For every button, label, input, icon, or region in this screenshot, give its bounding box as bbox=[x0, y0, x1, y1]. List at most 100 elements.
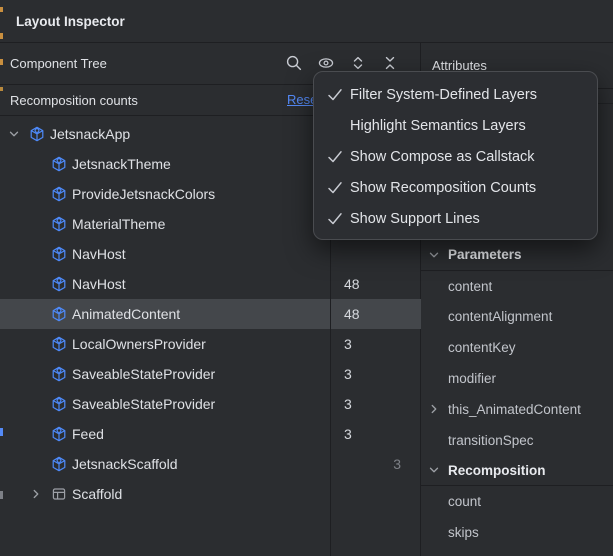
empty-slot bbox=[327, 117, 350, 135]
tree-node-label: SaveableStateProvider bbox=[72, 396, 216, 412]
scaffold-icon bbox=[51, 486, 67, 502]
chevron-right-icon[interactable] bbox=[427, 402, 441, 416]
empty-slot bbox=[29, 216, 43, 232]
menu-item-label: Filter System-Defined Layers bbox=[350, 86, 537, 103]
view-options-eye-icon[interactable] bbox=[317, 54, 335, 72]
attributes-panel: Attributes Parameters content contentAlign… bbox=[421, 42, 613, 556]
compose-node-icon bbox=[51, 276, 67, 292]
chevron-down-icon bbox=[427, 248, 441, 262]
attributes-title: Attributes bbox=[432, 57, 487, 73]
expand-all-icon[interactable] bbox=[349, 54, 367, 72]
recomposition-count-cell: 3 bbox=[331, 419, 421, 449]
recomposition-count: 3 bbox=[344, 396, 352, 412]
component-tree-title: Component Tree bbox=[10, 55, 107, 71]
component-tree-toolbar: Component Tree bbox=[0, 42, 421, 85]
recomposition-counts-banner: Recomposition counts Reset bbox=[0, 85, 421, 116]
recomposition-skips: 3 bbox=[393, 456, 401, 472]
attribute-row[interactable]: transitionSpec bbox=[421, 425, 613, 456]
attribute-name: count bbox=[448, 494, 482, 510]
menu-item[interactable]: Show Compose as Callstack bbox=[314, 141, 597, 172]
empty-slot bbox=[29, 306, 43, 322]
tree-row[interactable]: ProvideJetsnackColors bbox=[0, 179, 421, 209]
menu-item-label: Highlight Semantics Layers bbox=[350, 117, 526, 134]
tree-node-label: Feed bbox=[72, 426, 104, 442]
recomposition-counts-label: Recomposition counts bbox=[10, 92, 138, 108]
tree-row[interactable]: AnimatedContent 48 bbox=[0, 299, 421, 329]
compose-node-icon bbox=[51, 306, 67, 322]
menu-item[interactable]: Show Support Lines bbox=[314, 203, 597, 234]
tree-row[interactable]: NavHost 48 bbox=[0, 269, 421, 299]
tree-row[interactable]: LocalOwnersProvider 3 bbox=[0, 329, 421, 359]
empty-slot bbox=[29, 426, 43, 442]
empty-slot bbox=[29, 396, 43, 412]
recomposition-count: 3 bbox=[344, 366, 352, 382]
checkmark-icon bbox=[327, 210, 350, 228]
attribute-row[interactable]: contentKey bbox=[421, 332, 613, 363]
attribute-row[interactable]: content bbox=[421, 271, 613, 302]
page-title: Layout Inspector bbox=[16, 13, 125, 29]
tree-row[interactable]: SaveableStateProvider 3 bbox=[0, 359, 421, 389]
attributes-section-header[interactable]: Parameters bbox=[421, 240, 613, 271]
tree-node-label: ProvideJetsnackColors bbox=[72, 186, 216, 202]
attribute-name: contentKey bbox=[448, 340, 516, 356]
checkmark-icon bbox=[327, 148, 350, 166]
recomposition-count: 3 bbox=[344, 426, 352, 442]
tree-node-label: AnimatedContent bbox=[72, 306, 181, 322]
attributes-section-title: Parameters bbox=[448, 247, 522, 263]
tree-row[interactable]: MaterialTheme bbox=[0, 209, 421, 239]
component-tree-panel: Component Tree Recomposition counts Rese… bbox=[0, 42, 421, 556]
compose-node-icon bbox=[51, 336, 67, 352]
menu-item-label: Show Support Lines bbox=[350, 210, 480, 227]
tree-row[interactable]: SaveableStateProvider 3 bbox=[0, 389, 421, 419]
attribute-row[interactable]: skips bbox=[421, 517, 613, 548]
tree-node-label: NavHost bbox=[72, 246, 126, 262]
chevron-right-icon[interactable] bbox=[29, 486, 43, 502]
tree-row[interactable]: NavHost bbox=[0, 239, 421, 269]
recomposition-count-cell: 3 bbox=[331, 329, 421, 359]
compose-node-icon bbox=[51, 396, 67, 412]
recomposition-count-cell: 3 bbox=[331, 449, 421, 479]
checkmark-icon bbox=[327, 86, 350, 104]
reset-link[interactable]: Reset bbox=[287, 92, 321, 107]
empty-slot bbox=[29, 366, 43, 382]
tree-row[interactable]: JetsnackApp bbox=[0, 119, 421, 149]
recomposition-count-cell: 3 bbox=[331, 359, 421, 389]
collapse-all-icon[interactable] bbox=[381, 54, 399, 72]
tree-node-label: SaveableStateProvider bbox=[72, 366, 216, 382]
tree-row[interactable]: JetsnackTheme bbox=[0, 149, 421, 179]
tree-node-label: NavHost bbox=[72, 276, 126, 292]
recomposition-count: 3 bbox=[344, 336, 352, 352]
attribute-row[interactable]: modifier bbox=[421, 363, 613, 394]
menu-item-label: Show Compose as Callstack bbox=[350, 148, 535, 165]
compose-node-icon bbox=[51, 156, 67, 172]
component-tree: JetsnackApp JetsnackTheme ProvideJetsnac… bbox=[0, 116, 421, 556]
compose-node-icon bbox=[51, 246, 67, 262]
attribute-row[interactable]: contentAlignment bbox=[421, 302, 613, 333]
menu-item[interactable]: Show Recomposition Counts bbox=[314, 172, 597, 203]
empty-slot bbox=[29, 336, 43, 352]
chevron-down-icon bbox=[427, 463, 441, 477]
compose-node-icon bbox=[51, 426, 67, 442]
tree-node-label: JetsnackApp bbox=[50, 126, 131, 142]
attribute-row[interactable]: count bbox=[421, 486, 613, 517]
chevron-down-icon[interactable] bbox=[7, 126, 21, 142]
menu-item[interactable]: Highlight Semantics Layers bbox=[314, 110, 597, 141]
compose-node-icon bbox=[51, 366, 67, 382]
tree-row[interactable]: JetsnackScaffold 3 bbox=[0, 449, 421, 479]
attributes-section-title: Recomposition bbox=[448, 462, 546, 478]
attribute-row[interactable]: this_AnimatedContent bbox=[421, 394, 613, 425]
recomposition-count-cell: 48 bbox=[331, 269, 421, 299]
menu-item[interactable]: Filter System-Defined Layers bbox=[314, 79, 597, 110]
tree-node-label: JetsnackTheme bbox=[72, 156, 171, 172]
recomposition-count-cell bbox=[331, 239, 421, 269]
recomposition-count: 48 bbox=[344, 306, 360, 322]
empty-slot bbox=[29, 156, 43, 172]
empty-slot bbox=[29, 186, 43, 202]
tree-row[interactable]: Feed 3 bbox=[0, 419, 421, 449]
attribute-name: this_AnimatedContent bbox=[448, 401, 581, 417]
attributes-section-header[interactable]: Recomposition bbox=[421, 456, 613, 487]
tree-row[interactable]: Scaffold bbox=[0, 479, 421, 509]
search-icon[interactable] bbox=[285, 54, 303, 72]
attribute-name: contentAlignment bbox=[448, 309, 553, 325]
